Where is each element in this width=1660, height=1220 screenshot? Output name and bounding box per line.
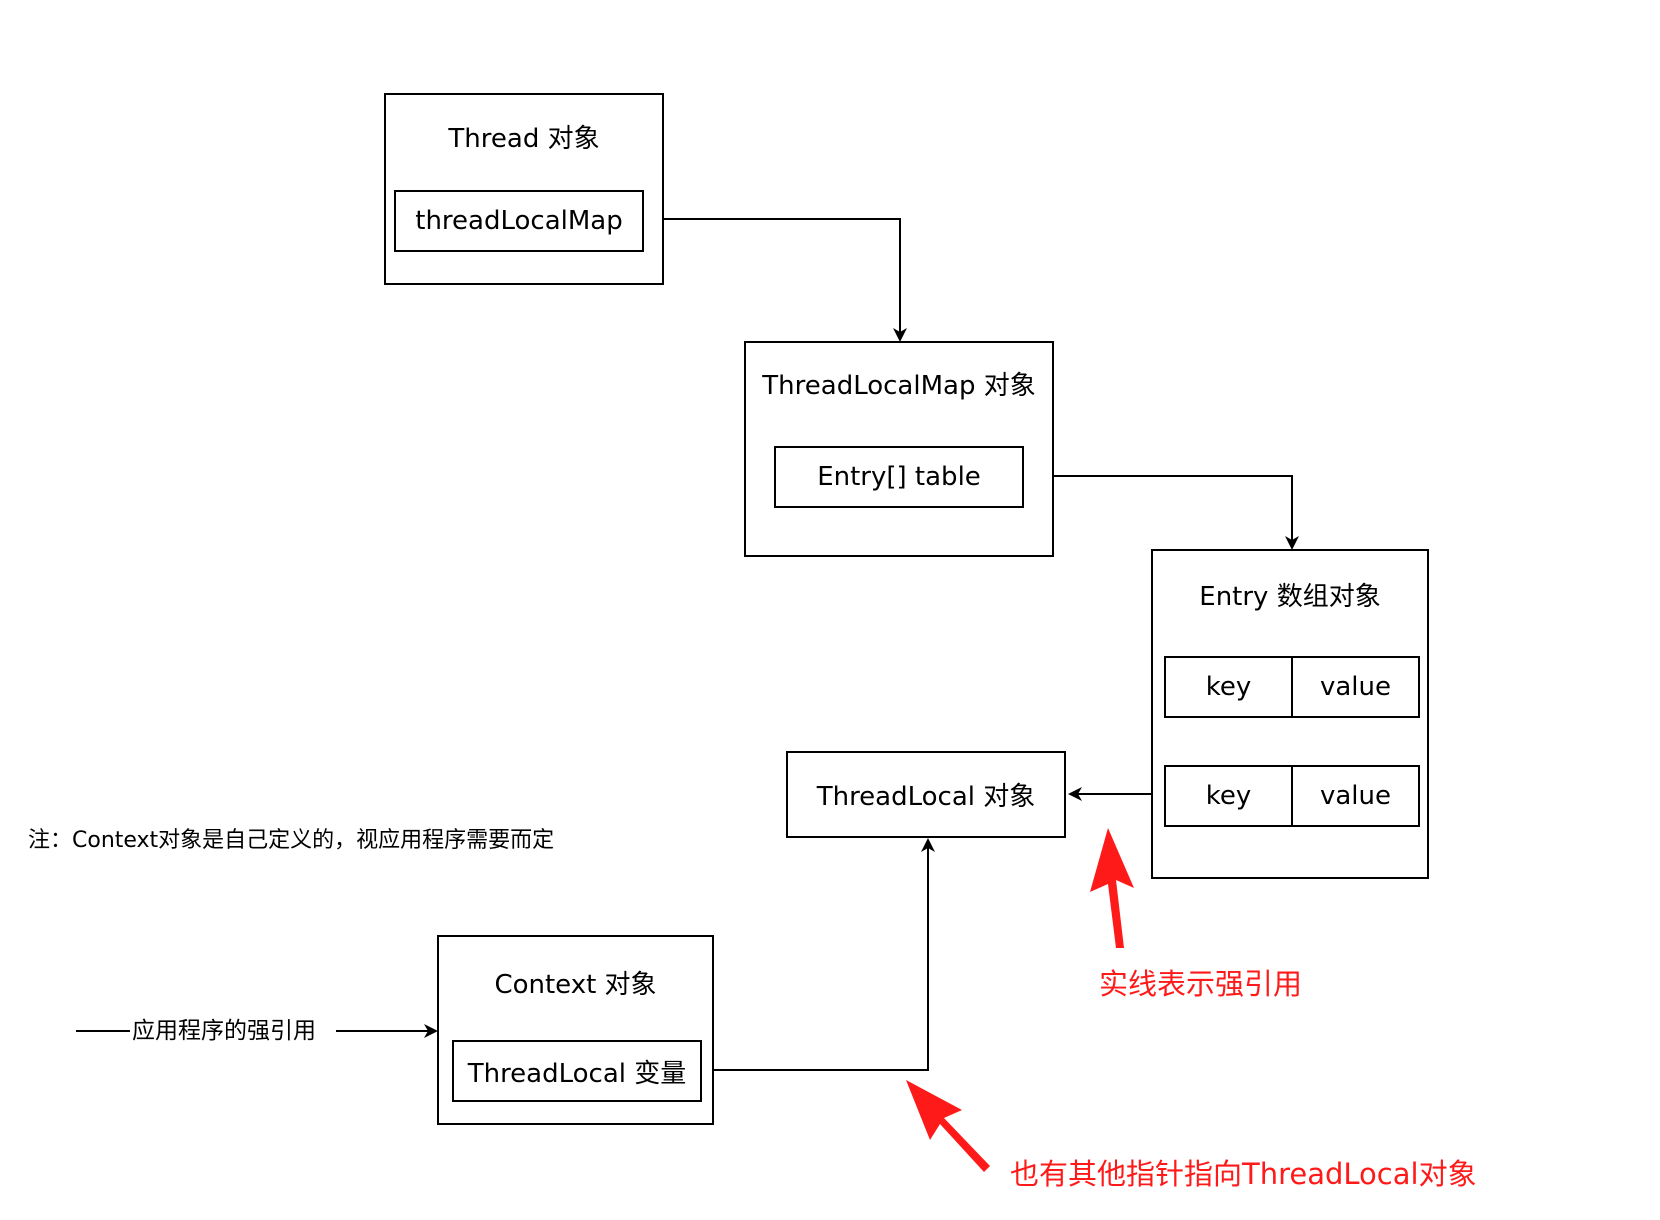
entry-value-cell: value [1291,656,1420,718]
arrow-variable-to-threadlocal [700,838,935,1071]
entry-key-cell: key [1164,765,1293,827]
solid-line-annotation: 实线表示强引用 [1099,967,1303,1001]
entry-array-object-title: Entry 数组对象 [1199,582,1381,612]
entry-value-cell: value [1291,765,1420,827]
red-arrow-other-pointers-icon [906,1080,990,1172]
context-object-title: Context 对象 [494,970,657,1000]
threadlocal-object-box: ThreadLocal 对象 [786,751,1066,838]
threadlocalmap-object-box: ThreadLocalMap 对象 Entry[] table [744,341,1054,557]
threadlocalmap-object-title: ThreadLocalMap 对象 [762,371,1036,401]
entry-key-cell: key [1164,656,1293,718]
entry-table-field: Entry[] table [774,446,1024,508]
context-note: 注：Context对象是自己定义的，视应用程序需要而定 [28,828,555,853]
threadlocal-variable-field: ThreadLocal 变量 [452,1040,702,1102]
red-arrow-solid-line-icon [1090,828,1134,948]
thread-object-box: Thread 对象 threadLocalMap [384,93,664,285]
arrow-table-to-entry-array [1024,475,1299,550]
thread-object-title: Thread 对象 [448,124,600,154]
thread-local-map-field: threadLocalMap [394,190,644,252]
context-object-box: Context 对象 ThreadLocal 变量 [437,935,714,1125]
other-pointers-annotation: 也有其他指针指向ThreadLocal对象 [1010,1157,1477,1191]
threadlocal-object-title: ThreadLocal 对象 [816,782,1036,812]
arrow-threadlocalmap-to-map [643,218,907,342]
entry-array-object-box: Entry 数组对象 key value key value [1151,549,1429,879]
app-strong-ref-label: 应用程序的强引用 [132,1018,316,1044]
